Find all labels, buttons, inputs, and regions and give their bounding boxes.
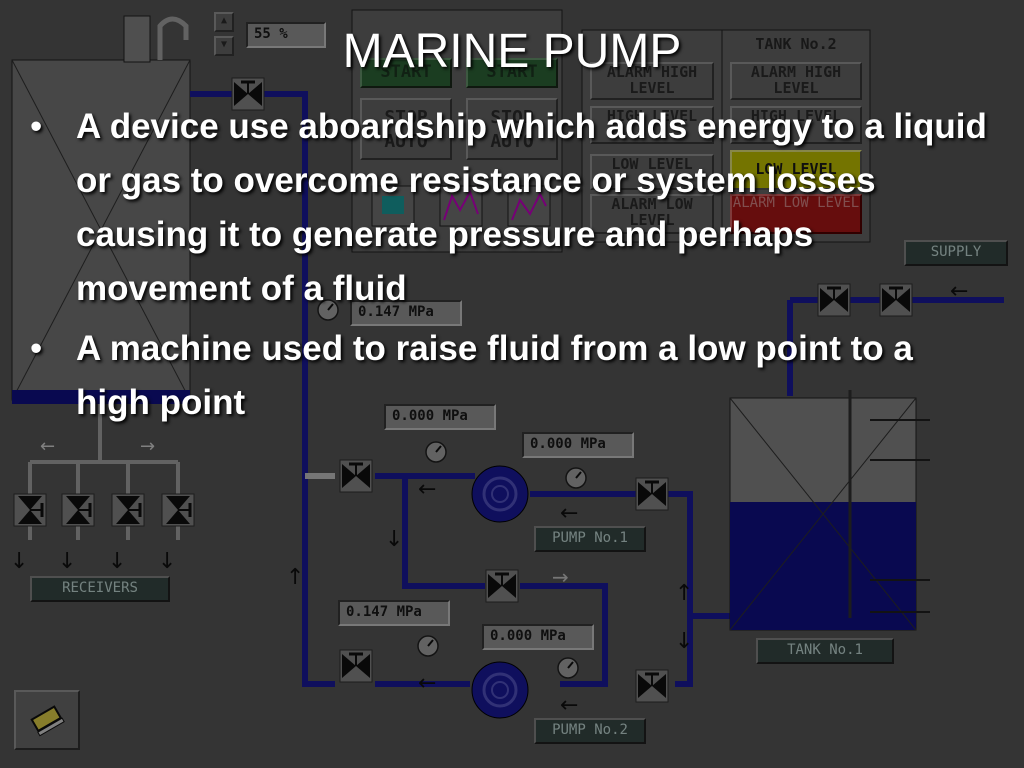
tank2-title: TANK No.2 [755, 36, 837, 53]
book-icon [30, 705, 65, 737]
svg-text:←: ← [40, 436, 55, 457]
pump-icon[interactable] [471, 465, 529, 523]
alarm-low-level-right-alarm: ALARM LOW LEVEL [730, 194, 862, 234]
spin-down-icon[interactable]: ▼ [214, 36, 234, 56]
svg-text:→: → [552, 565, 569, 589]
bullet-text: A machine used to raise fluid from a low… [76, 329, 913, 422]
valve-icon[interactable] [371, 185, 415, 227]
svg-text:↑: ↑ [286, 565, 304, 590]
bullet-list: •A device use aboardship which adds ener… [30, 100, 990, 436]
svg-text:↓: ↓ [108, 549, 126, 574]
svg-text:↑: ↑ [675, 581, 693, 606]
start-button-pump2[interactable]: START [466, 58, 558, 88]
svg-text:←: ← [418, 671, 436, 696]
low-level-right-alarm: LOW LEVEL [730, 150, 862, 190]
svg-text:↓: ↓ [10, 549, 28, 574]
level-percent-readout: 55 % [246, 22, 326, 48]
alarm-high-level-right: ALARM HIGH LEVEL [730, 62, 862, 100]
svg-text:↓: ↓ [385, 527, 403, 552]
svg-text:←: ← [560, 501, 578, 526]
slide-title: MARINE PUMP [342, 25, 682, 78]
receivers-manifold: ← → ↓ ↓ ↓ ↓ [10, 404, 196, 574]
svg-text:↓: ↓ [675, 629, 693, 654]
bullet-item: •A device use aboardship which adds ener… [30, 107, 987, 308]
pressure-readout-3: 0.000 MPa [522, 432, 634, 458]
pump-no2-label: PUMP No.2 [534, 718, 646, 744]
svg-text:←: ← [418, 477, 436, 502]
supply-label: SUPPLY [904, 240, 1008, 266]
receivers-label: RECEIVERS [30, 576, 170, 602]
svg-text:→: → [140, 436, 155, 457]
high-level-left: HIGH LEVEL [590, 106, 714, 144]
pressure-readout-1: 0.147 MPa [350, 300, 462, 326]
pump-no1-label: PUMP No.1 [534, 526, 646, 552]
bullet-text: A device use aboardship which adds energ… [76, 107, 987, 308]
alarm-high-level-left: ALARM HIGH LEVEL [590, 62, 714, 100]
spin-up-icon[interactable]: ▲ [214, 12, 234, 32]
pressure-readout-4: 0.147 MPa [338, 600, 450, 626]
tank-no1-label: TANK No.1 [756, 638, 894, 664]
svg-text:↓: ↓ [158, 549, 176, 574]
low-level-left: LOW LEVEL [590, 154, 714, 190]
pump-icon[interactable] [471, 661, 529, 719]
tank-no1 [729, 390, 930, 631]
bullet-item: •A machine used to raise fluid from a lo… [30, 329, 913, 422]
svg-text:↓: ↓ [58, 549, 76, 574]
trend-chart-icon[interactable] [507, 185, 551, 227]
alarm-low-level-left: ALARM LOW LEVEL [590, 194, 714, 234]
start-button-pump1[interactable]: START [360, 58, 452, 88]
pressure-readout-2: 0.000 MPa [384, 404, 496, 430]
high-level-right: HIGH LEVEL [730, 106, 862, 144]
book-button[interactable] [14, 690, 80, 750]
stop-auto-button-pump2[interactable]: STOP AUTO [466, 98, 558, 160]
trend-chart-icon[interactable] [439, 185, 483, 227]
stop-auto-button-pump1[interactable]: STOP AUTO [360, 98, 452, 160]
svg-text:←: ← [560, 693, 578, 718]
pressure-readout-5: 0.000 MPa [482, 624, 594, 650]
svg-text:←: ← [950, 279, 968, 304]
